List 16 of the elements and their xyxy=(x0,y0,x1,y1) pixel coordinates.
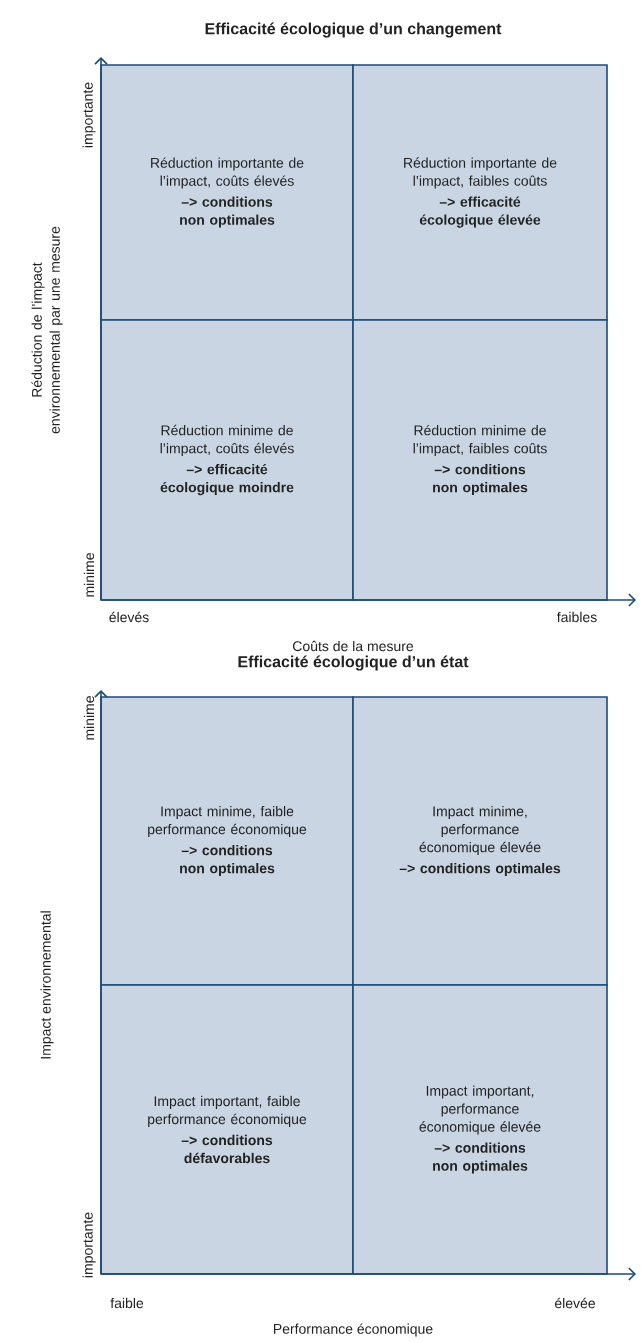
quadrant-box: Réduction minime de l’impact, faibles coûts –> conditions non optimales xyxy=(352,319,608,601)
axis-label: Performance économique xyxy=(274,1323,433,1337)
axis-label: Réduction de l’impact environnemental par une mesure xyxy=(31,226,63,434)
tick-label: faible xyxy=(110,1297,144,1309)
quadrant-box: Réduction importante de l’impact, coûts élevés –> conditions non optimales xyxy=(100,64,354,321)
quadrant-box: Réduction minime de l’impact, coûts élevés –> efficacité écologique moindre xyxy=(100,319,354,601)
chart-title: Efficacité écologique d’un état xyxy=(238,655,469,671)
quadrant-box: Impact minime, faible performance économique –> conditions non optimales xyxy=(100,696,354,986)
quadrant-box: Impact minime, performance économique élevée –> conditions optimales xyxy=(352,696,608,986)
axis-label: Coûts de la mesure xyxy=(293,640,414,652)
tick-label: élevée xyxy=(554,1297,595,1309)
quadrant-box: Impact important, faible performance économique –> conditions défavorables xyxy=(100,984,354,1275)
chart-title: Efficacité écologique d’un changement xyxy=(205,22,502,38)
quadrant-box: Réduction importante de l’impact, faibles coûts –> efficacité écologique élevée xyxy=(352,64,608,321)
quadrant-box: Impact important, performance économique élevée –> conditions non optimales xyxy=(352,984,608,1275)
axis-label: Impact environnemental xyxy=(40,911,54,1059)
